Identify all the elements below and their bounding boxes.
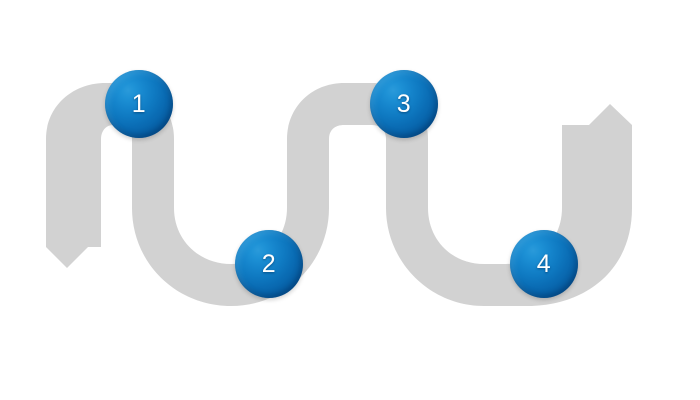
step-number-label: 2 (261, 249, 277, 278)
wave-ribbon-path (46, 83, 632, 306)
step-number-label: 3 (396, 89, 412, 118)
step-node-2[interactable]: 2 (235, 230, 303, 298)
step-node-1[interactable]: 1 (105, 70, 173, 138)
step-node-4[interactable]: 4 (510, 230, 578, 298)
step-number-label: 1 (131, 89, 147, 118)
step-number-label: 4 (536, 249, 552, 278)
step-node-3[interactable]: 3 (370, 70, 438, 138)
